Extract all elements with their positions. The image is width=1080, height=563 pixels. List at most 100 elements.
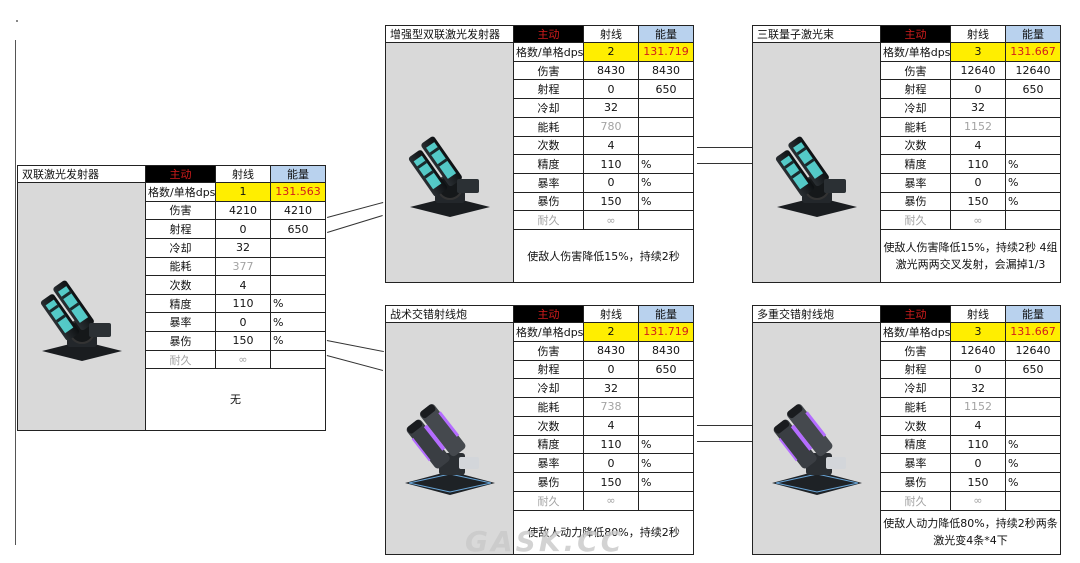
stat-label: 耐久 bbox=[513, 490, 584, 511]
active-tag: 主动 bbox=[513, 25, 584, 43]
cooldown-unit bbox=[270, 237, 326, 258]
weapon-card-tactical-cross-ray: 战术交错射线炮 主动 射线 能量 格数/单格dps 2 131.719 伤害 bbox=[385, 305, 694, 556]
count-unit bbox=[1005, 135, 1061, 156]
cyan-laser-turret-icon bbox=[775, 136, 857, 217]
ray-header: 射线 bbox=[583, 25, 639, 43]
stat-label: 射程 bbox=[145, 219, 216, 239]
durability-value: ∞ bbox=[583, 210, 639, 231]
durability-unit bbox=[638, 490, 694, 511]
stat-label: 冷却 bbox=[513, 98, 584, 118]
energy-header: 能量 bbox=[1005, 305, 1061, 323]
stat-label: 伤害 bbox=[880, 340, 951, 361]
energy_cost-value: 1152 bbox=[950, 397, 1006, 417]
stat-label: 暴伤 bbox=[880, 472, 951, 492]
stat-label: 能耗 bbox=[513, 116, 584, 137]
energy-header: 能量 bbox=[638, 25, 694, 43]
active-tag: 主动 bbox=[513, 305, 584, 323]
dps-label: 格数/单格dps bbox=[513, 322, 584, 342]
damage-energy: 12640 bbox=[1005, 60, 1061, 81]
damage-ray: 4210 bbox=[215, 200, 271, 221]
cooldown-value: 32 bbox=[950, 98, 1006, 118]
stat-label: 暴率 bbox=[880, 453, 951, 474]
durability-value: ∞ bbox=[583, 490, 639, 511]
connector-line bbox=[697, 147, 752, 148]
watermark: GASK.CC bbox=[465, 525, 625, 558]
durability-value: ∞ bbox=[950, 210, 1006, 231]
connector-line bbox=[327, 201, 384, 218]
weapon-card-multi-cross-ray: 多重交错射线炮 主动 射线 能量 格数/单格dps 3 131.667 伤害 bbox=[752, 305, 1061, 556]
dps-value: 131.719 bbox=[638, 322, 694, 342]
durability-unit bbox=[1005, 490, 1061, 511]
cooldown-value: 32 bbox=[215, 237, 271, 258]
grid-count: 2 bbox=[583, 322, 639, 342]
count-value: 4 bbox=[215, 275, 271, 295]
durability-value: ∞ bbox=[950, 490, 1006, 511]
dps-value: 131.563 bbox=[270, 182, 326, 202]
weapon-card-enhanced-twin-laser: 增强型双联激光发射器 主动 射线 能量 格数/单格dps 2 131.71 bbox=[385, 25, 694, 283]
cooldown-value: 32 bbox=[583, 378, 639, 399]
energy_cost-value: 377 bbox=[215, 256, 271, 277]
connector-line bbox=[697, 425, 752, 426]
stat-label: 次数 bbox=[880, 135, 951, 156]
energy-header: 能量 bbox=[638, 305, 694, 323]
crit_rate-unit: % bbox=[270, 312, 326, 333]
stat-label: 冷却 bbox=[880, 378, 951, 399]
grid-count: 1 bbox=[215, 182, 271, 202]
weapon-name: 战术交错射线炮 bbox=[385, 305, 514, 323]
crit_rate-unit: % bbox=[1005, 172, 1061, 193]
crit_rate-value: 0 bbox=[583, 453, 639, 474]
accuracy-value: 110 bbox=[583, 434, 639, 455]
weapon-image-cell bbox=[752, 42, 881, 283]
stat-label: 耐久 bbox=[513, 210, 584, 231]
damage-energy: 8430 bbox=[638, 60, 694, 81]
count-unit bbox=[270, 275, 326, 295]
connector-line bbox=[697, 441, 752, 442]
accuracy-value: 110 bbox=[950, 434, 1006, 455]
energy_cost-unit bbox=[638, 116, 694, 137]
stat-label: 能耗 bbox=[880, 116, 951, 137]
stat-label: 伤害 bbox=[513, 340, 584, 361]
weapon-image-cell bbox=[752, 322, 881, 555]
weapon-name: 增强型双联激光发射器 bbox=[385, 25, 514, 43]
stat-label: 精度 bbox=[145, 293, 216, 314]
crit_damage-value: 150 bbox=[583, 191, 639, 212]
cooldown-value: 32 bbox=[950, 378, 1006, 399]
stat-label: 次数 bbox=[513, 135, 584, 156]
crit_rate-value: 0 bbox=[583, 172, 639, 193]
weapon-name: 双联激光发射器 bbox=[17, 165, 146, 183]
crit_rate-unit: % bbox=[638, 172, 694, 193]
range-energy: 650 bbox=[270, 219, 326, 239]
weapon-name: 三联量子激光束 bbox=[752, 25, 881, 43]
crit_damage-value: 150 bbox=[950, 191, 1006, 212]
crit_damage-unit: % bbox=[638, 191, 694, 212]
grid-count: 3 bbox=[950, 42, 1006, 62]
range-ray: 0 bbox=[583, 79, 639, 100]
durability-unit bbox=[270, 349, 326, 370]
range-ray: 0 bbox=[215, 219, 271, 239]
stat-label: 能耗 bbox=[145, 256, 216, 277]
stat-label: 暴率 bbox=[880, 172, 951, 193]
accuracy-unit: % bbox=[638, 434, 694, 455]
dps-value: 131.667 bbox=[1005, 322, 1061, 342]
crit_damage-value: 150 bbox=[215, 331, 271, 351]
stat-label: 射程 bbox=[513, 79, 584, 100]
energy_cost-unit bbox=[1005, 397, 1061, 417]
effect-description: 使敌人动力降低80%，持续2秒两条激光变4条*4下 bbox=[880, 509, 1061, 556]
crit_rate-value: 0 bbox=[950, 172, 1006, 193]
range-energy: 650 bbox=[1005, 79, 1061, 100]
effect-description: 使敌人伤害降低15%，持续2秒 bbox=[513, 229, 694, 283]
left-divider-line bbox=[15, 40, 16, 545]
weapon-image-cell bbox=[385, 322, 514, 555]
stat-label: 精度 bbox=[880, 434, 951, 455]
stat-label: 次数 bbox=[513, 415, 584, 436]
count-value: 4 bbox=[950, 135, 1006, 156]
stat-label: 暴伤 bbox=[513, 472, 584, 492]
stat-label: 次数 bbox=[880, 415, 951, 436]
range-energy: 650 bbox=[638, 79, 694, 100]
energy-header: 能量 bbox=[1005, 25, 1061, 43]
stat-label: 伤害 bbox=[145, 200, 216, 221]
energy_cost-unit bbox=[1005, 116, 1061, 137]
stat-label: 耐久 bbox=[145, 349, 216, 370]
stat-label: 暴率 bbox=[145, 312, 216, 333]
crit_damage-unit: % bbox=[1005, 472, 1061, 492]
